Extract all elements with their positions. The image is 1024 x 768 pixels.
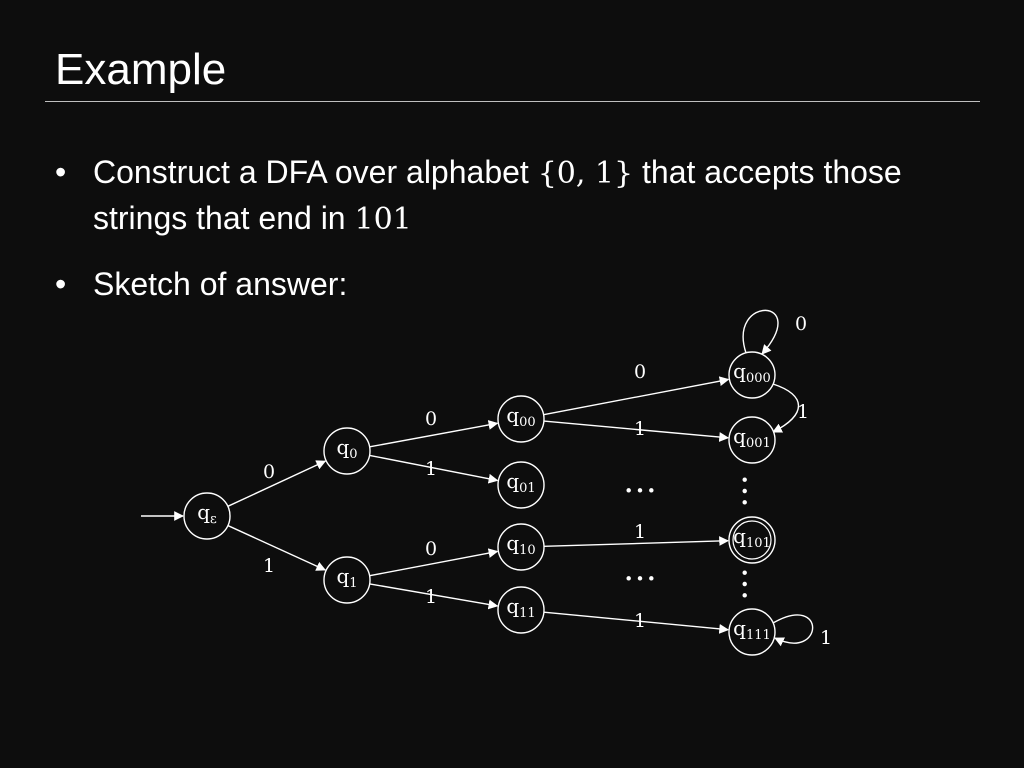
state-circle [497, 586, 545, 634]
bullet-icon: • [55, 266, 67, 302]
state-label: q10 [506, 531, 535, 558]
state-circle [323, 556, 371, 604]
transition-q1-q10 [369, 548, 499, 577]
transition-q00-q001 [543, 420, 730, 442]
transition-label-q1-q10: 0 [425, 538, 437, 560]
state-circle [183, 492, 231, 540]
transition-label-qe-q1: 1 [263, 555, 275, 577]
state-label: q111 [733, 616, 771, 643]
state-circle [728, 416, 776, 464]
bullet-list: • Construct a DFA over alphabet {0, 1} t… [55, 150, 955, 326]
accepting-ring [732, 520, 772, 560]
state-qe: qε [183, 492, 231, 540]
transition-label-q00-q001: 1 [634, 418, 646, 440]
sketch-text: Sketch of answer: [93, 266, 348, 302]
transition-q1-q11 [369, 583, 499, 610]
bullet-item-task: • Construct a DFA over alphabet {0, 1} t… [55, 150, 955, 242]
transition-label-q10-q101: 1 [634, 521, 646, 543]
state-circle [497, 395, 545, 443]
transition-qe-q1 [227, 524, 327, 571]
bullet-icon: • [55, 154, 67, 190]
transition-label-q0-q01: 1 [425, 458, 437, 480]
alphabet-math: {0, 1} [537, 156, 634, 191]
state-q0: q0 [323, 427, 371, 475]
state-circle [497, 523, 545, 571]
ellipsis-vertical-1: … [734, 474, 774, 508]
state-label: q00 [506, 403, 535, 430]
transition-label-q000-q001: 1 [797, 401, 809, 423]
transition-label-qe-q0: 0 [263, 461, 275, 483]
transition-label-q00-q000: 0 [634, 361, 646, 383]
slide-title: Example [55, 45, 227, 94]
ellipsis-horizontal-2: … [623, 549, 657, 589]
ellipsis-horizontal-1: … [623, 461, 657, 501]
state-label: q1 [336, 564, 357, 591]
transition-qe-q0 [227, 460, 327, 507]
state-q111: q111 [728, 608, 776, 656]
state-label: q000 [733, 359, 771, 386]
state-q000: q000 [728, 351, 776, 399]
state-label: qε [197, 500, 217, 527]
transition-q111-q111 [772, 614, 814, 647]
state-label: q001 [733, 424, 771, 451]
ellipsis-vertical-2: … [734, 567, 774, 601]
transition-q10-q101 [543, 536, 729, 548]
transition-q0-q00 [369, 420, 499, 448]
state-q001: q001 [728, 416, 776, 464]
bullet-item-sketch: • Sketch of answer: [55, 262, 955, 306]
transition-q00-q000 [543, 376, 730, 416]
transition-label-q1-q11: 1 [425, 586, 437, 608]
transition-label-q0-q00: 0 [425, 408, 437, 430]
suffix-math: 101 [354, 202, 412, 237]
transition-label-q11-q111: 1 [634, 610, 646, 632]
state-circle [728, 516, 776, 564]
state-label: q101 [733, 524, 771, 551]
state-q1: q1 [323, 556, 371, 604]
title-divider [45, 101, 980, 102]
state-circle [497, 461, 545, 509]
state-label: q0 [336, 435, 357, 462]
state-q00: q00 [497, 395, 545, 443]
state-label: q11 [506, 594, 535, 621]
state-label: q01 [506, 469, 535, 496]
task-text-middle: that accepts those strings that end in [93, 154, 902, 236]
transition-label-q111-q111: 1 [820, 627, 832, 649]
state-circle [728, 351, 776, 399]
state-q101: q101 [728, 516, 776, 564]
state-circle [728, 608, 776, 656]
state-q11: q11 [497, 586, 545, 634]
transition-q000-q001 [772, 383, 800, 433]
task-text-start: Construct a DFA over alphabet [93, 154, 538, 190]
state-q01: q01 [497, 461, 545, 509]
transition-q11-q111 [543, 611, 730, 634]
state-circle [323, 427, 371, 475]
state-q10: q10 [497, 523, 545, 571]
transition-q0-q01 [369, 454, 499, 484]
